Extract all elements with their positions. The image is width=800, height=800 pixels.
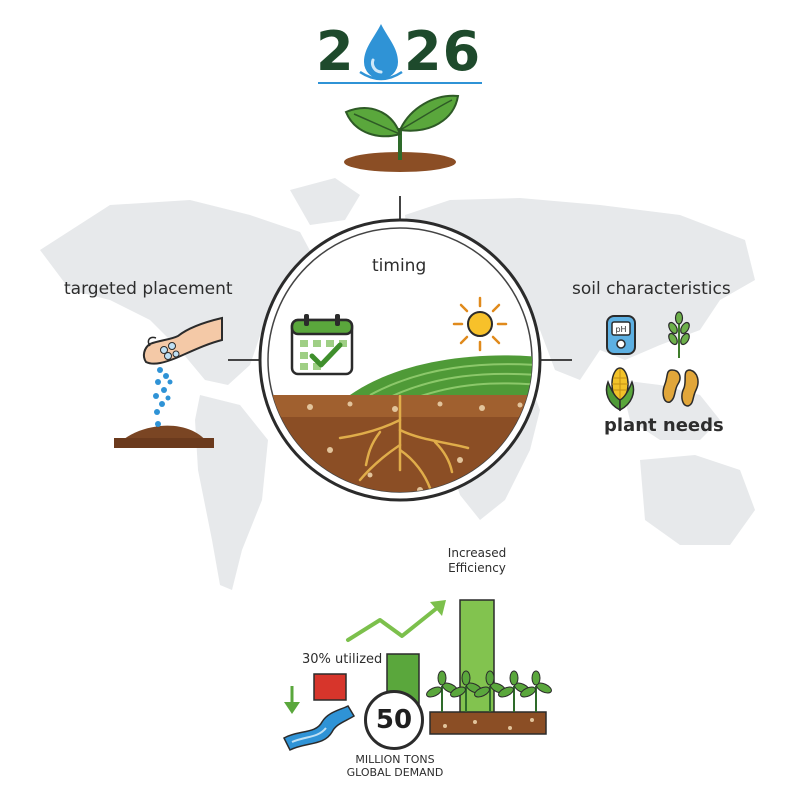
utilized-label: 30% utilized	[302, 652, 383, 667]
year-digits-26: 26	[404, 20, 482, 83]
year-underline	[318, 82, 482, 84]
timing-label: timing	[372, 256, 427, 276]
efficiency-graphic	[283, 599, 552, 752]
beans-icon	[662, 369, 699, 407]
demand-caption-line-1: MILLION TONS	[355, 753, 435, 766]
increased-efficiency-line-1: Increased	[447, 546, 507, 560]
demand-value-badge: 50	[364, 690, 424, 750]
demand-caption: MILLION TONS GLOBAL DEMAND	[330, 753, 460, 779]
year-title: 2 26	[310, 18, 490, 88]
calendar-check-icon	[290, 314, 354, 376]
increased-efficiency-line-2: Efficiency	[448, 561, 506, 575]
water-drop-icon	[359, 24, 403, 81]
wheat-icon	[668, 311, 690, 358]
targeted-placement-label: targeted placement	[64, 279, 233, 299]
sun-icon	[452, 296, 508, 352]
soil-characteristics-label: soil characteristics	[572, 279, 731, 299]
sprout-icon	[344, 94, 460, 172]
hand-seeding-icon	[114, 316, 223, 448]
plant-needs-label: plant needs	[604, 415, 724, 436]
increased-efficiency-label: Increased Efficiency	[432, 546, 522, 576]
demand-caption-line-2: GLOBAL DEMAND	[346, 766, 444, 779]
svg-text:pH: pH	[615, 325, 626, 334]
corn-icon	[605, 367, 635, 412]
ph-meter-icon: pH	[606, 315, 636, 355]
year-digit-2: 2	[316, 20, 355, 83]
central-diagram	[228, 196, 572, 502]
